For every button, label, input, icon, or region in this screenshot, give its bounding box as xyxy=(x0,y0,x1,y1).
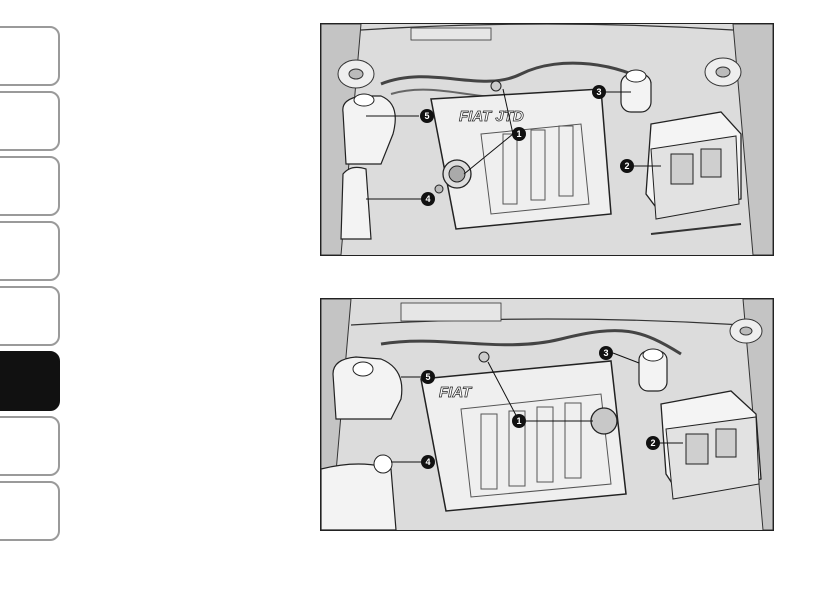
svg-text:3: 3 xyxy=(603,348,608,358)
svg-text:5: 5 xyxy=(424,111,429,121)
section-tab-2[interactable] xyxy=(0,91,60,151)
engine-bay-illustration-jtd: FIAT JTD 1 2 3 xyxy=(320,23,774,256)
svg-text:1: 1 xyxy=(516,129,521,139)
engine-bay-drawing: FIAT 1 2 3 4 xyxy=(321,299,773,530)
svg-text:2: 2 xyxy=(650,438,655,448)
svg-text:1: 1 xyxy=(516,416,521,426)
svg-text:4: 4 xyxy=(425,457,430,467)
callout-5: 5 xyxy=(420,109,434,123)
svg-text:2: 2 xyxy=(624,161,629,171)
engine-cover-brand-label: FIAT xyxy=(439,384,473,401)
callout-2: 2 xyxy=(620,159,634,173)
callout-2: 2 xyxy=(646,436,660,450)
section-tab-5[interactable] xyxy=(0,286,60,346)
section-tab-1[interactable] xyxy=(0,26,60,86)
section-tab-4[interactable] xyxy=(0,221,60,281)
engine-bay-drawing: FIAT JTD 1 2 3 xyxy=(321,24,773,255)
section-tab-6-active[interactable] xyxy=(0,351,60,411)
callout-3: 3 xyxy=(599,346,613,360)
callout-3: 3 xyxy=(592,85,606,99)
svg-text:4: 4 xyxy=(425,194,430,204)
callout-1: 1 xyxy=(512,127,526,141)
engine-bay-illustration-petrol: FIAT 1 2 3 4 xyxy=(320,298,774,531)
callout-1: 1 xyxy=(512,414,526,428)
engine-cover-brand-label: FIAT JTD xyxy=(459,108,524,125)
svg-text:3: 3 xyxy=(596,87,601,97)
callout-4: 4 xyxy=(421,192,435,206)
callout-5: 5 xyxy=(421,370,435,384)
section-tab-7[interactable] xyxy=(0,416,60,476)
section-tab-8[interactable] xyxy=(0,481,60,541)
callout-4: 4 xyxy=(421,455,435,469)
section-tab-3[interactable] xyxy=(0,156,60,216)
svg-text:5: 5 xyxy=(425,372,430,382)
